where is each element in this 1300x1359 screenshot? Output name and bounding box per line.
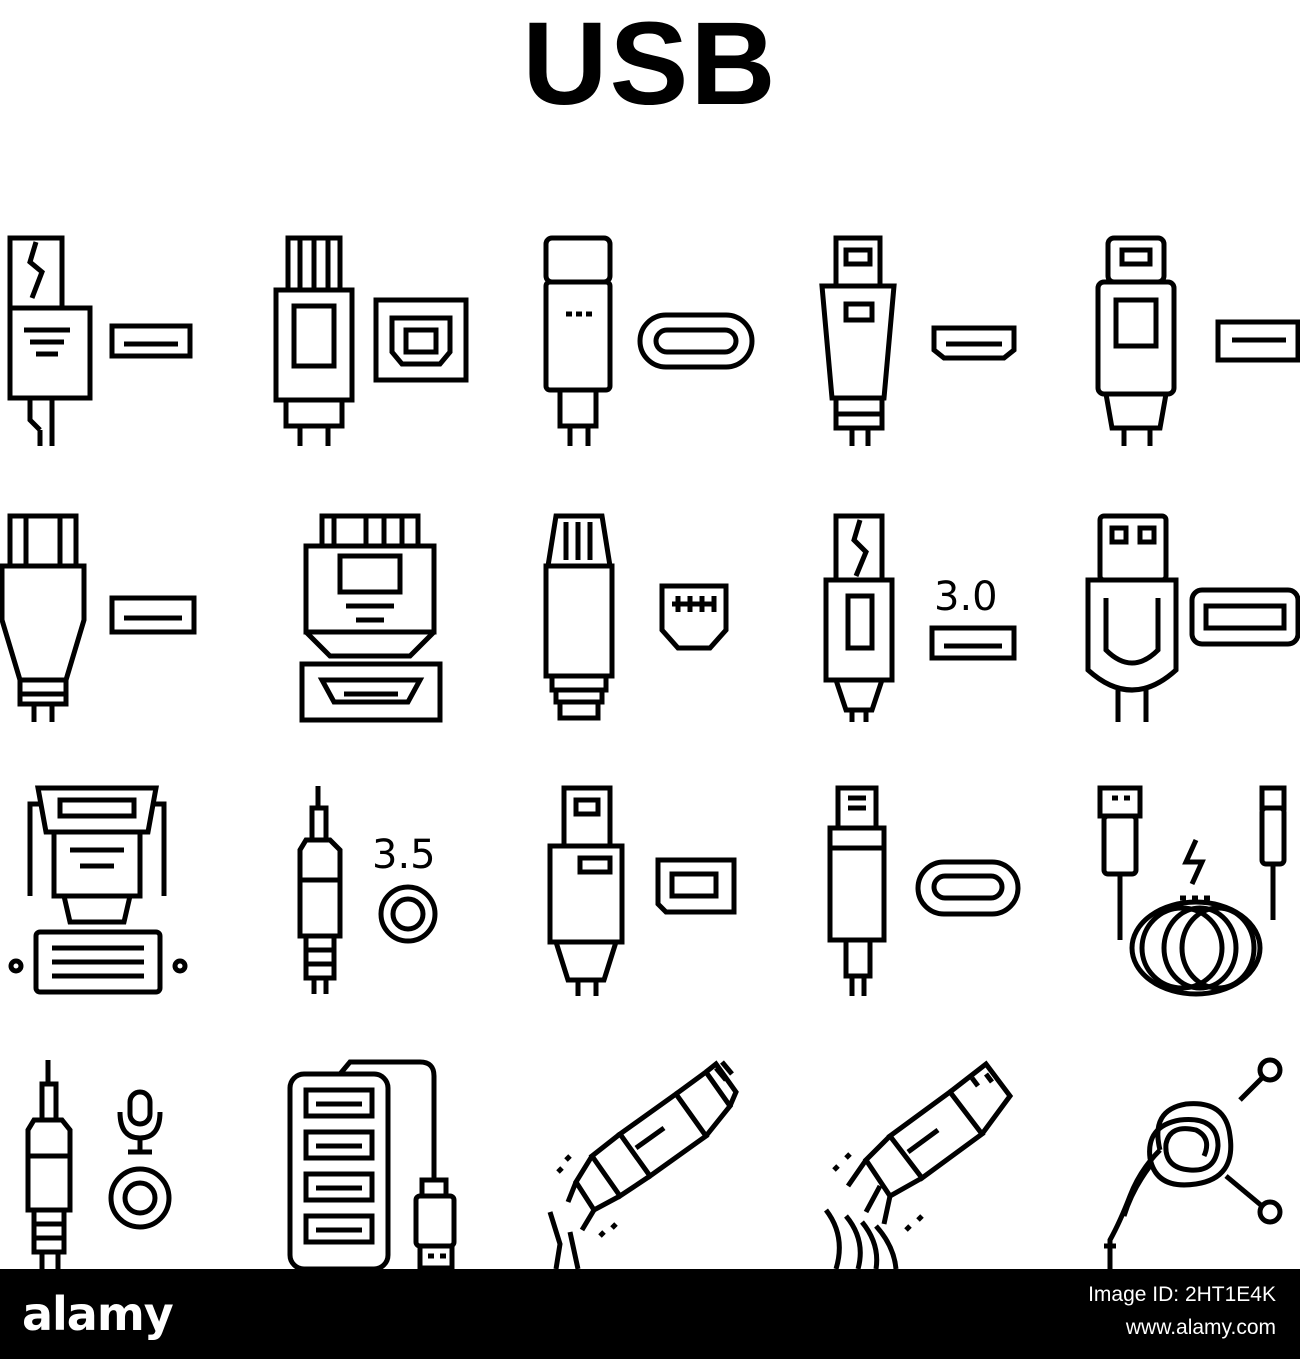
usb-c-plug-port-icon — [543, 235, 755, 446]
usb-hub-icon — [287, 1059, 457, 1269]
usb-b-plug-port-icon — [273, 235, 469, 446]
audio-jack-plug-icon: 3.5 — [297, 786, 438, 994]
hdmi-plug-port-icon — [819, 235, 1017, 446]
site-url-text: www.alamy.com — [1125, 1316, 1276, 1339]
audio-jack-size-label: 3.5 — [372, 832, 436, 878]
usb-version-label: 3.0 — [934, 574, 998, 620]
broken-usb-cable-icon — [823, 1060, 1014, 1269]
icon-grid: 3.0 3.5 — [0, 235, 1300, 1269]
watermark-bar: alamy Image ID: 2HT1E4K www.alamy.com — [0, 1269, 1300, 1359]
alamy-logo: alamy — [22, 1287, 174, 1341]
vga-to-dvi-adapter-icon — [8, 785, 188, 995]
image-meta: Image ID: 2HT1E4K www.alamy.com — [1088, 1279, 1276, 1345]
charging-cable-coil-icon — [1097, 785, 1287, 997]
usb-3-plug-port-icon: 3.0 — [823, 513, 1017, 722]
vga-to-micro-usb-adapter-icon — [299, 513, 443, 723]
mini-displayport-plug-port-icon — [547, 785, 737, 996]
usb-plug-port-large-icon — [0, 513, 197, 722]
page-title: USB — [522, 0, 778, 130]
broken-cable-icon — [547, 1060, 739, 1269]
tangled-earphones-icon — [1104, 1057, 1283, 1269]
displayport-plug-port-icon — [1085, 513, 1300, 722]
image-id-text: Image ID: 2HT1E4K — [1088, 1283, 1276, 1306]
usb-a-plug-port-icon — [7, 235, 193, 446]
mini-usb-plug-port-icon — [1095, 235, 1300, 446]
lightning-plug-type-c-port-icon — [827, 785, 1021, 996]
ethernet-rj45-plug-port-icon — [543, 513, 729, 721]
microphone-jack-icon — [25, 1060, 172, 1269]
